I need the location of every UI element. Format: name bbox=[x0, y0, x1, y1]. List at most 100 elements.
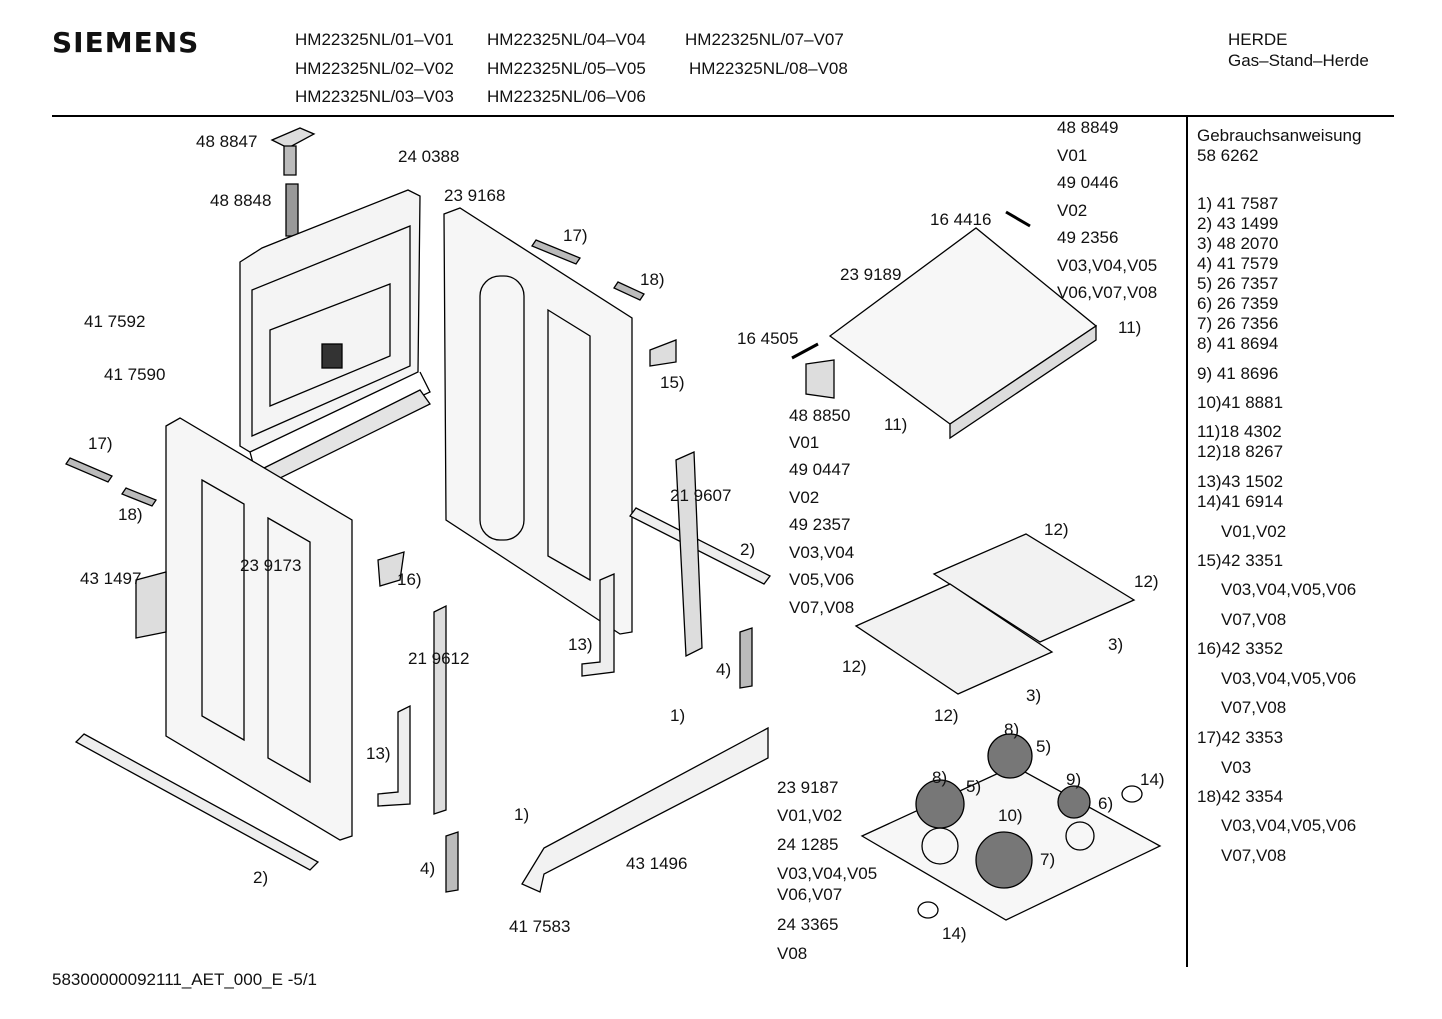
part-label: 49 0446 bbox=[1057, 173, 1119, 192]
hinge-part bbox=[805, 359, 835, 399]
legend-variant: V03,V04,V05,V06 bbox=[1221, 816, 1357, 835]
part-label: 41 7590 bbox=[104, 365, 166, 384]
part-label: 14) bbox=[942, 924, 967, 943]
legend-item: 8) 41 8694 bbox=[1197, 334, 1279, 353]
legend-item: 13)43 1502 bbox=[1197, 472, 1284, 491]
part-label: 2) bbox=[740, 540, 756, 559]
part-label: 41 7583 bbox=[509, 917, 571, 936]
part-label: 12) bbox=[1044, 520, 1069, 539]
part-label: 14) bbox=[1140, 770, 1165, 789]
part-label: 24 0388 bbox=[398, 147, 460, 166]
kick-plate-part bbox=[521, 726, 769, 893]
vent-adapter-part bbox=[270, 127, 316, 237]
part-label: V01,V02 bbox=[777, 806, 843, 825]
part-label: V02 bbox=[789, 488, 820, 507]
part-label: 10) bbox=[998, 806, 1023, 825]
side-panel-right bbox=[443, 207, 633, 635]
bracket-part bbox=[649, 339, 677, 367]
part-label: 8) bbox=[1004, 720, 1020, 739]
part-label: 4) bbox=[716, 660, 732, 679]
trim-part bbox=[65, 457, 113, 483]
part-label: 1) bbox=[514, 805, 530, 824]
trim-part bbox=[531, 239, 581, 265]
part-label: 49 2357 bbox=[789, 515, 851, 534]
part-label: 5) bbox=[1036, 737, 1052, 756]
sidebar-divider bbox=[1186, 117, 1188, 967]
part-label: 41 7592 bbox=[84, 312, 146, 331]
manual-title: Gebrauchsanweisung bbox=[1197, 126, 1362, 145]
legend-variant: V03,V04,V05,V06 bbox=[1221, 669, 1357, 688]
legend-variant: V01,V02 bbox=[1221, 522, 1287, 541]
legend-item: 3) 48 2070 bbox=[1197, 234, 1279, 253]
legend-item: 10)41 8881 bbox=[1197, 393, 1284, 412]
part-label: 16 4416 bbox=[930, 210, 992, 229]
hob-plate-part bbox=[860, 733, 1162, 921]
part-label: 7) bbox=[1040, 850, 1056, 869]
part-label: 48 8850 bbox=[789, 406, 851, 425]
part-label: 18) bbox=[118, 505, 143, 524]
part-label: 6) bbox=[1098, 794, 1114, 813]
part-label: V06,V07,V08 bbox=[1057, 283, 1158, 302]
part-label: 16 4505 bbox=[737, 329, 799, 348]
part-label: V03,V04,V05 bbox=[1057, 256, 1158, 275]
model-number: HM22325NL/01–V01 bbox=[295, 30, 454, 49]
bracket-part bbox=[377, 551, 405, 587]
model-number: HM22325NL/03–V03 bbox=[295, 87, 454, 106]
model-number: HM22325NL/07–V07 bbox=[685, 30, 844, 49]
part-label: V03,V04,V05 bbox=[777, 864, 878, 883]
bracket-part bbox=[135, 571, 167, 639]
grommet-part bbox=[917, 901, 939, 919]
part-label: 12) bbox=[934, 706, 959, 725]
part-label: 11) bbox=[884, 415, 908, 434]
bracket-part bbox=[433, 604, 447, 815]
model-number: HM22325NL/06–V06 bbox=[487, 87, 646, 106]
part-label: 24 1285 bbox=[777, 835, 839, 854]
part-label: 24 3365 bbox=[777, 915, 839, 934]
header-divider bbox=[52, 115, 1394, 117]
pan-support-part bbox=[854, 533, 1136, 695]
legend-variant: V07,V08 bbox=[1221, 698, 1287, 717]
part-label: 43 1496 bbox=[626, 854, 688, 873]
part-label: 48 8849 bbox=[1057, 118, 1119, 137]
part-label: 15) bbox=[660, 373, 685, 392]
part-label: 12) bbox=[1134, 572, 1159, 591]
part-label: 4) bbox=[420, 859, 436, 878]
part-label: V07,V08 bbox=[789, 598, 855, 617]
glass-lid-part bbox=[828, 227, 1098, 440]
hinge-part bbox=[445, 831, 459, 893]
legend-item: 4) 41 7579 bbox=[1197, 254, 1279, 273]
part-label: 23 9168 bbox=[444, 186, 506, 205]
trim-part bbox=[121, 487, 157, 507]
model-number: HM22325NL/08–V08 bbox=[689, 59, 848, 78]
part-label: 43 1497 bbox=[80, 569, 142, 588]
legend-variant: V03 bbox=[1221, 758, 1252, 777]
legend-item: 2) 43 1499 bbox=[1197, 214, 1279, 233]
part-label: 23 9187 bbox=[777, 778, 839, 797]
legend-variant: V03,V04,V05,V06 bbox=[1221, 580, 1357, 599]
legend-item: 9) 41 8696 bbox=[1197, 364, 1279, 383]
part-label: 49 0447 bbox=[789, 460, 851, 479]
part-label: 1) bbox=[670, 706, 686, 725]
side-panel-left bbox=[165, 417, 353, 841]
part-label: 49 2356 bbox=[1057, 228, 1119, 247]
brand-logo: SIEMENS bbox=[52, 26, 200, 59]
bracket-part bbox=[377, 704, 411, 807]
part-label: 11) bbox=[1118, 318, 1142, 337]
part-label: 5) bbox=[966, 777, 982, 796]
model-number: HM22325NL/02–V02 bbox=[295, 59, 454, 78]
part-label: V01 bbox=[1057, 146, 1088, 165]
part-label: V08 bbox=[777, 944, 808, 963]
legend-variant: V07,V08 bbox=[1221, 610, 1287, 629]
part-label: 13) bbox=[366, 744, 391, 763]
legend-item: 1) 41 7587 bbox=[1197, 194, 1279, 213]
part-label: 17) bbox=[563, 226, 588, 245]
legend-item: 18)42 3354 bbox=[1197, 787, 1284, 806]
part-label: 21 9607 bbox=[670, 486, 732, 505]
legend-variant: V07,V08 bbox=[1221, 846, 1287, 865]
part-label: 23 9173 bbox=[240, 556, 302, 575]
rail-part bbox=[629, 507, 771, 585]
legend-item: 11)18 4302 bbox=[1197, 422, 1282, 441]
trim-part bbox=[613, 281, 645, 301]
part-label: V01 bbox=[789, 433, 820, 452]
